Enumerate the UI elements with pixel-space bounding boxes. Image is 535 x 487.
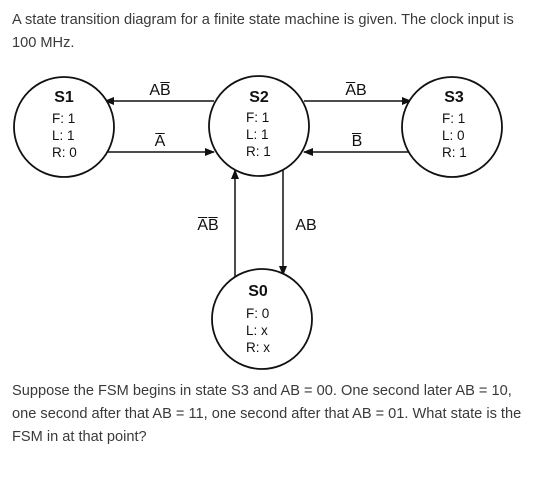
state-s0-output-f: F: 0: [246, 306, 269, 321]
question-paragraph: Suppose the FSM begins in state S3 and A…: [12, 383, 522, 445]
label-s1-to-s2: A̅: [155, 132, 166, 150]
state-diagram: S1 F: 1 L: 1 R: 0 S2 F: 1 L: 1 R: 1 S3 F…: [13, 75, 503, 370]
state-s1-circle: [13, 76, 115, 178]
state-s0-output-r: R: x: [246, 340, 270, 355]
label-s0-to-s2: A̅B̅: [197, 216, 218, 234]
state-s3-name: S3: [444, 89, 464, 106]
state-s2-name: S2: [249, 89, 269, 106]
intro-paragraph: A state transition diagram for a finite …: [12, 12, 514, 51]
state-s0-output-l: L: x: [246, 323, 268, 338]
state-s1-output-f: F: 1: [52, 111, 75, 126]
label-s2-to-s0: AB: [295, 217, 316, 234]
state-s1-name: S1: [54, 89, 74, 106]
state-s0-circle: [211, 268, 313, 370]
state-s2-output-r: R: 1: [246, 144, 271, 159]
state-s1-output-l: L: 1: [52, 128, 75, 143]
state-s3-output-l: L: 0: [442, 128, 465, 143]
state-s0-name: S0: [248, 283, 268, 300]
state-s3-output-r: R: 1: [442, 145, 467, 160]
state-s3-circle: [401, 76, 503, 178]
state-s3-output-f: F: 1: [442, 111, 465, 126]
label-s3-to-s2: B̅: [352, 132, 363, 150]
label-s2-to-s1: AB̅: [149, 81, 170, 99]
state-s2-output-l: L: 1: [246, 127, 269, 142]
state-s2-output-f: F: 1: [246, 110, 269, 125]
state-s1-output-r: R: 0: [52, 145, 77, 160]
label-s2-to-s3: A̅B: [345, 81, 366, 99]
state-s2-circle: [208, 75, 310, 177]
